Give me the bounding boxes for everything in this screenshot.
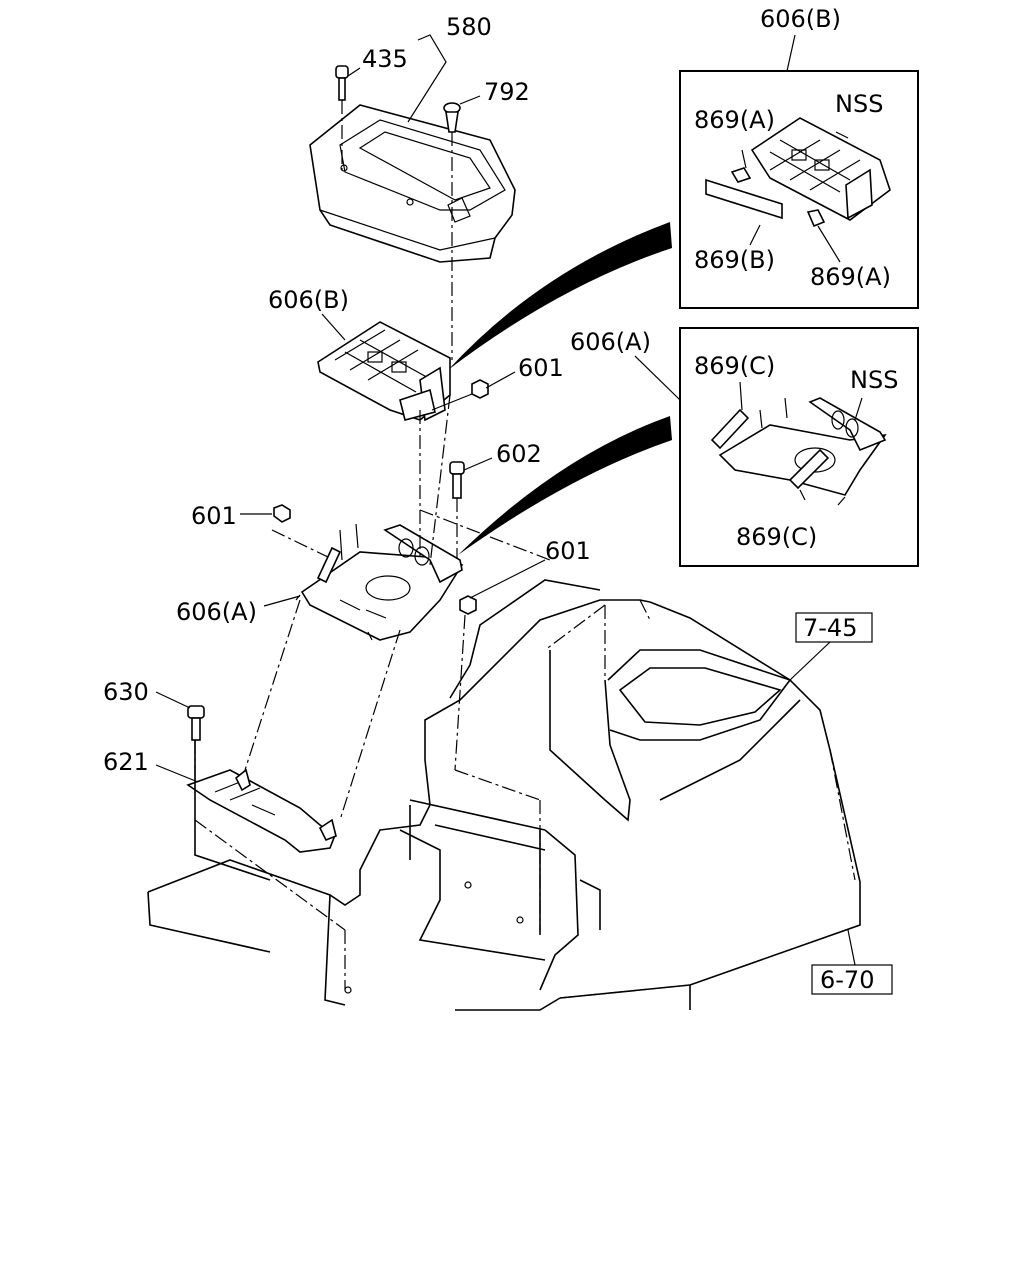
detail1-label-869a-top: 869(A) xyxy=(694,106,775,134)
detail-pointer-606a xyxy=(458,416,672,555)
ref-box-7-45 xyxy=(795,612,873,643)
bracket-621 xyxy=(186,768,337,853)
detail-bracket-606a xyxy=(710,381,887,506)
detail2-label-869c-bottom: 869(C) xyxy=(736,523,817,551)
bolt-602 xyxy=(449,461,465,570)
cover-580 xyxy=(309,104,516,263)
label-792: 792 xyxy=(484,78,530,106)
label-601-upper: 601 xyxy=(518,354,564,382)
label-606b: 606(B) xyxy=(268,286,349,314)
nut-601-left xyxy=(271,504,331,559)
clip-792 xyxy=(443,102,461,360)
assembly-guide-lines xyxy=(194,394,856,999)
label-601-left: 601 xyxy=(191,502,237,530)
vehicle-floor-body xyxy=(147,579,861,1011)
leader-lines xyxy=(155,34,856,966)
label-602: 602 xyxy=(496,440,542,468)
label-606a-detail-title: 606(A) xyxy=(570,328,651,356)
detail-box-606a xyxy=(679,327,919,567)
label-601-right: 601 xyxy=(545,537,591,565)
label-606a: 606(A) xyxy=(176,598,257,626)
detail-pointer-606b xyxy=(448,222,672,370)
bracket-606b xyxy=(317,321,451,422)
nut-601-right xyxy=(459,595,477,615)
label-630: 630 xyxy=(103,678,149,706)
detail-box-606b xyxy=(679,70,919,309)
ref-label-7-45: 7-45 xyxy=(803,614,857,642)
detail1-label-nss: NSS xyxy=(835,90,883,118)
detail-bracket-606b xyxy=(705,117,891,263)
detail2-label-869c-top: 869(C) xyxy=(694,352,775,380)
ref-box-6-70 xyxy=(811,964,893,995)
label-435: 435 xyxy=(362,45,408,73)
nut-601-upper xyxy=(431,379,489,411)
bracket-606a xyxy=(295,523,464,641)
ref-label-6-70: 6-70 xyxy=(820,966,874,994)
detail1-label-869b: 869(B) xyxy=(694,246,775,274)
bolt-435 xyxy=(335,65,349,170)
bolt-630 xyxy=(187,705,205,741)
detail2-label-nss: NSS xyxy=(850,366,898,394)
label-606b-detail-title: 606(B) xyxy=(760,5,841,33)
label-621: 621 xyxy=(103,748,149,776)
label-580: 580 xyxy=(446,13,492,41)
detail1-label-869a-bottom: 869(A) xyxy=(810,263,891,291)
